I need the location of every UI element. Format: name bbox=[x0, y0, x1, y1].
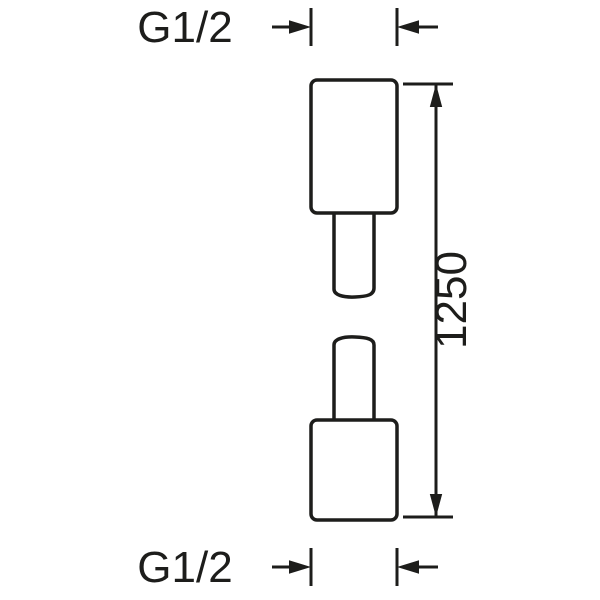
bottom-connector bbox=[309, 418, 399, 522]
length-dimension: 1250 bbox=[403, 82, 476, 519]
hose-lower-segment bbox=[332, 335, 376, 420]
top-dim-left-arrow-icon bbox=[289, 20, 311, 34]
shower-hose-outline bbox=[309, 78, 399, 522]
top-thread-label: G1/2 bbox=[137, 3, 232, 52]
bottom-dim-right-arrow-icon bbox=[397, 560, 419, 574]
hose-upper-segment bbox=[332, 213, 376, 299]
length-dim-down-arrow-icon bbox=[429, 494, 443, 517]
hose-length-label: 1250 bbox=[427, 251, 476, 349]
top-dim-right-arrow-icon bbox=[397, 20, 419, 34]
top-thread-dimension: G1/2 bbox=[137, 3, 438, 52]
bottom-thread-label: G1/2 bbox=[137, 543, 232, 592]
length-dim-up-arrow-icon bbox=[429, 84, 443, 107]
top-connector bbox=[309, 78, 399, 215]
bottom-dim-left-arrow-icon bbox=[289, 560, 311, 574]
bottom-thread-dimension: G1/2 bbox=[137, 543, 438, 592]
